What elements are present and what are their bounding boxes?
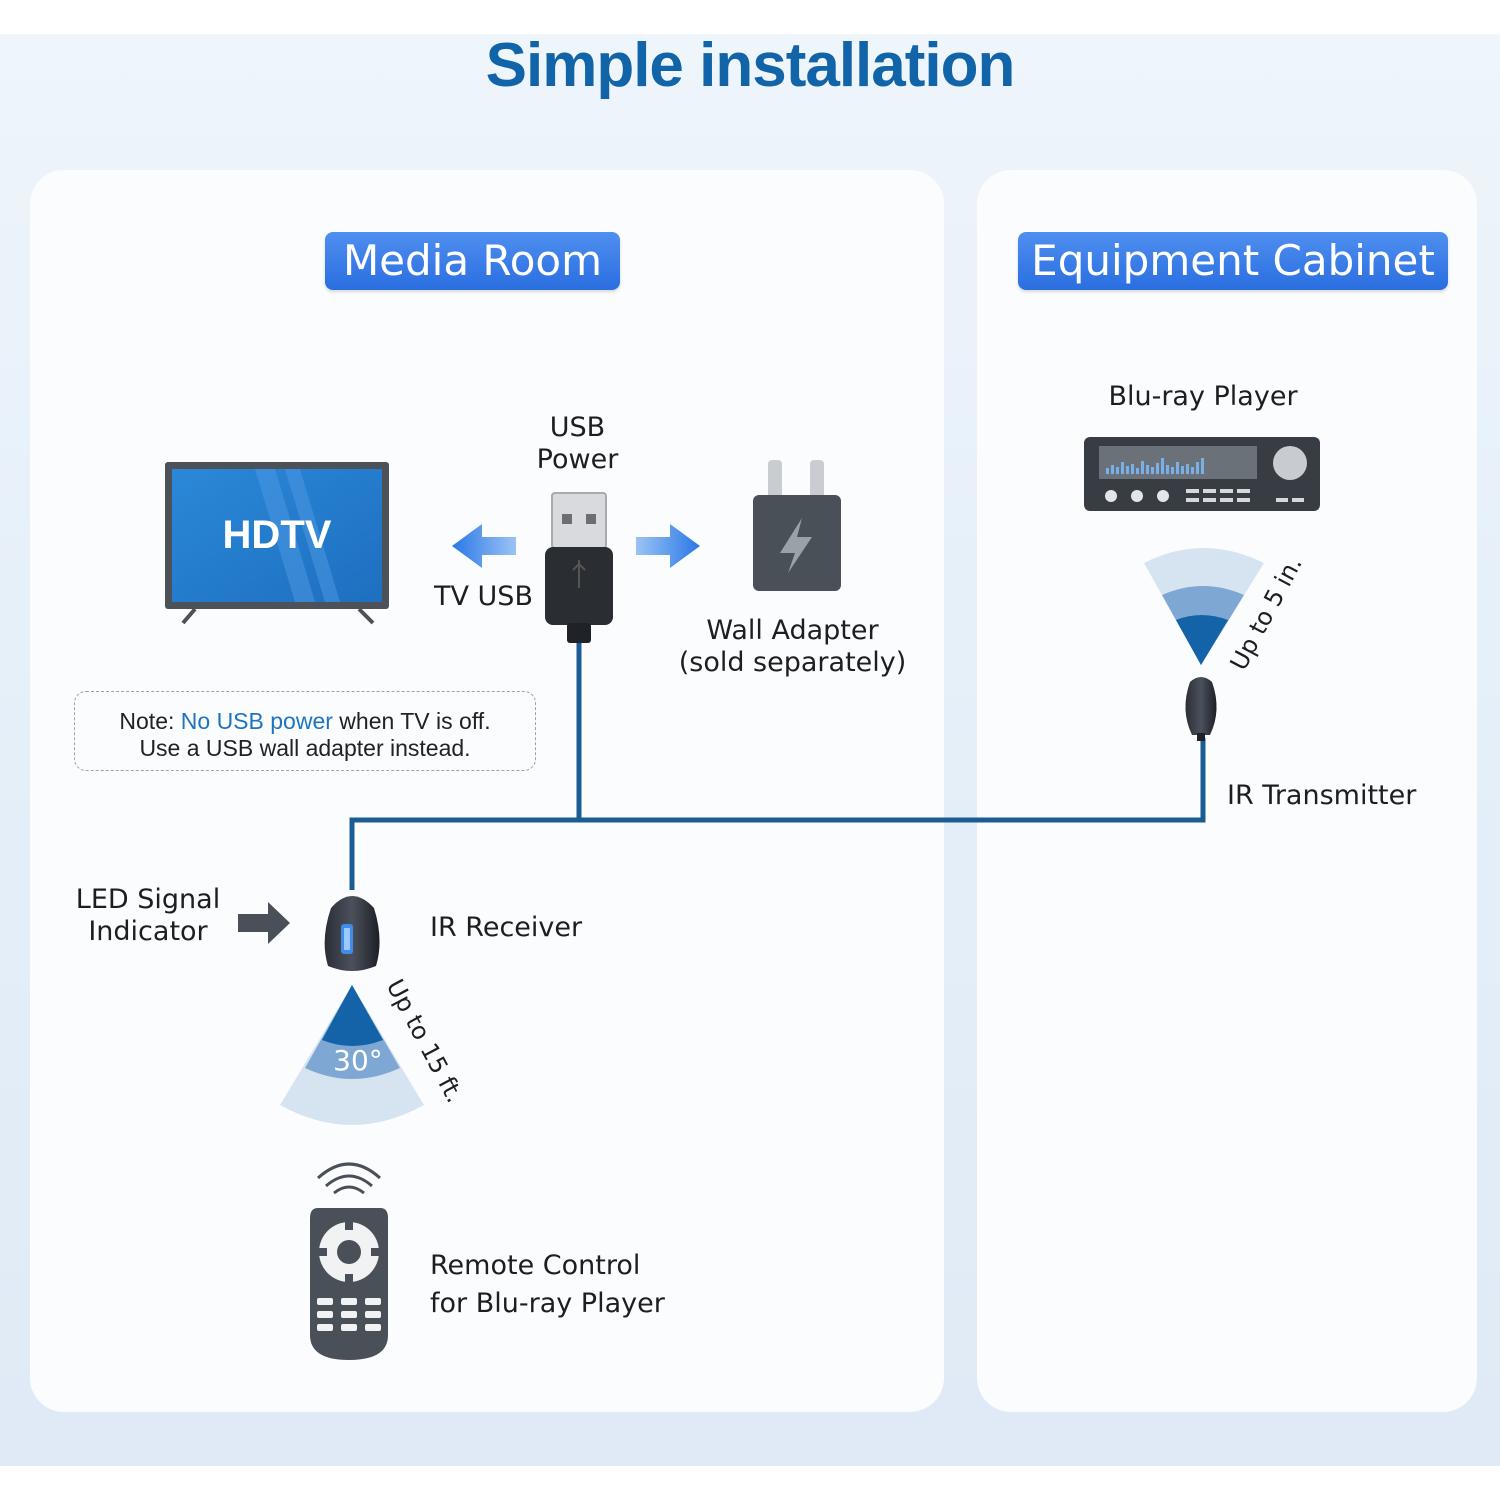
usb-power-label: USB Power [520, 412, 635, 476]
receiver-angle-label: 30° [333, 1044, 383, 1077]
arrow-left-icon [452, 524, 516, 568]
ir-receiver-label: IR Receiver [430, 912, 583, 943]
ir-transmitter-label: IR Transmitter [1227, 780, 1417, 811]
note-highlight: No USB power [180, 708, 333, 734]
ir-cable [349, 640, 1206, 890]
led-indicator-line2: Indicator [88, 916, 208, 947]
remote-label: Remote Control for Blu-ray Player [430, 1247, 665, 1323]
bluray-player-icon [1084, 437, 1320, 511]
remote-line1: Remote Control [430, 1250, 641, 1281]
hdtv-icon [165, 462, 389, 625]
wall-adapter-line1: Wall Adapter [706, 615, 879, 646]
arrow-right-icon [636, 524, 700, 568]
wall-adapter-label: Wall Adapter (sold separately) [665, 615, 920, 679]
media-room-panel [30, 170, 944, 1412]
usb-power-line1: USB [549, 412, 606, 443]
page-title: Simple installation [485, 31, 1016, 100]
note-prefix: Note: [119, 708, 181, 734]
wall-adapter-icon [753, 460, 841, 591]
usb-power-line2: Power [536, 444, 619, 475]
led-arrow-icon [238, 902, 290, 944]
signal-waves-icon [316, 1162, 382, 1195]
remote-control-icon [310, 1208, 388, 1360]
hdtv-screen-text: HDTV [223, 513, 332, 557]
ir-receiver-icon [324, 896, 380, 971]
equipment-cabinet-panel [977, 170, 1477, 1412]
wall-adapter-line2: (sold separately) [678, 647, 907, 678]
usb-plug-icon [545, 492, 613, 643]
led-indicator-label: LED Signal Indicator [62, 884, 234, 948]
note-suffix: when TV is off. [332, 708, 491, 734]
receiver-beam [280, 985, 424, 1125]
note-line2: Use a USB wall adapter instead. [139, 735, 471, 761]
bluray-player-label: Blu-ray Player [1108, 381, 1298, 412]
ir-transmitter-icon [1185, 677, 1217, 741]
equipment-cabinet-tag: Equipment Cabinet [1018, 232, 1448, 290]
lightning-icon [780, 518, 812, 573]
media-room-tag: Media Room [325, 232, 620, 290]
tv-usb-label: TV USB [434, 581, 533, 612]
transmitter-beam [1144, 548, 1264, 665]
usb-power-note: Note: No USB power when TV is off. Use a… [74, 691, 536, 771]
led-indicator-line1: LED Signal [75, 884, 221, 915]
note-line1: Note: No USB power when TV is off. [75, 708, 535, 735]
remote-line2: for Blu-ray Player [430, 1288, 665, 1319]
